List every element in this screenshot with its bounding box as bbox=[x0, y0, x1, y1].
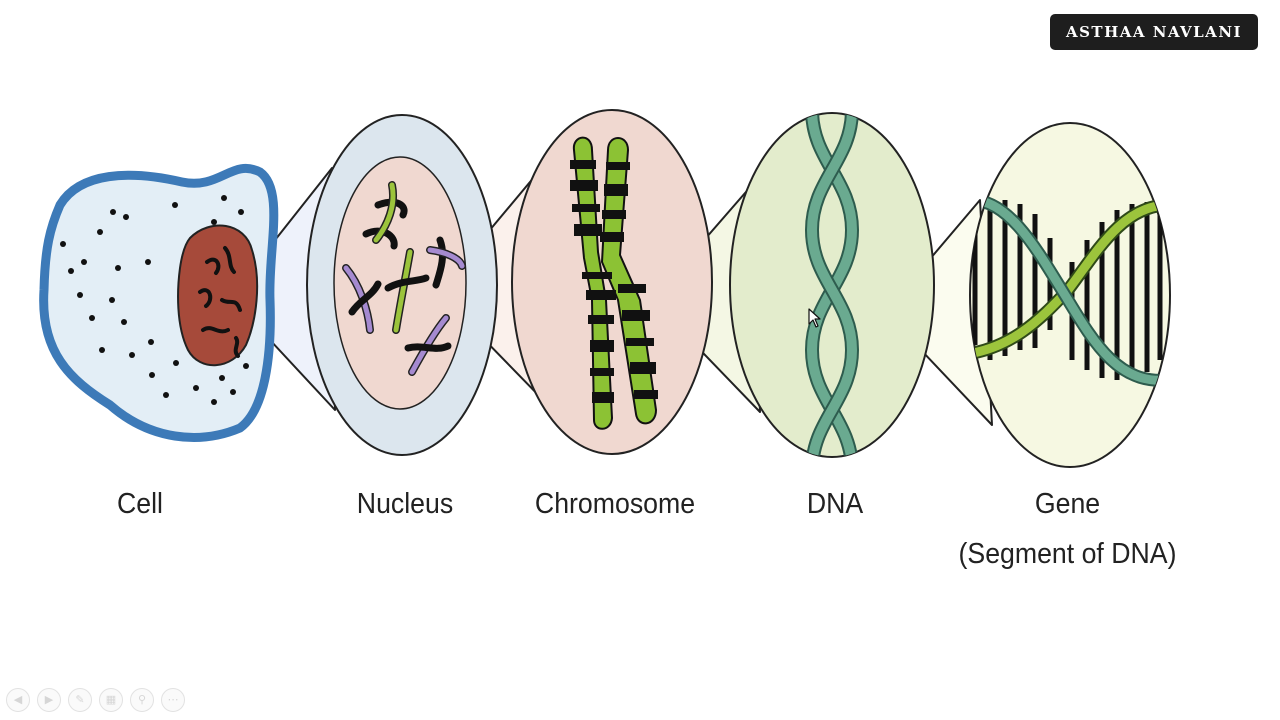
label-gene: Gene bbox=[1034, 488, 1101, 520]
gene-view bbox=[969, 122, 1171, 468]
cell-nucleus bbox=[177, 224, 259, 367]
label-nucleus: Nucleus bbox=[356, 488, 454, 520]
label-dna: DNA bbox=[806, 488, 864, 520]
nucleus-chromosomes bbox=[342, 181, 466, 376]
chromosome-illustration bbox=[570, 136, 658, 430]
nucleus-view bbox=[306, 114, 498, 456]
see-all-slides-button[interactable]: ▦ bbox=[99, 688, 123, 712]
label-gene-subtitle: (Segment of DNA) bbox=[958, 538, 1177, 570]
more-options-button[interactable]: ⋯ bbox=[161, 688, 185, 712]
next-slide-icon: ▶ bbox=[44, 693, 54, 706]
nucleus-chromatin bbox=[198, 246, 242, 358]
pen-tool-button[interactable]: ✎ bbox=[68, 688, 92, 712]
zoom-icon: ⚲ bbox=[137, 693, 147, 706]
prev-slide-icon: ◀ bbox=[13, 693, 23, 706]
mouse-pointer-icon bbox=[808, 308, 821, 328]
pen-icon: ✎ bbox=[75, 693, 85, 706]
slideshow-controls: ◀ ▶ ✎ ▦ ⚲ ⋯ bbox=[6, 688, 185, 712]
author-badge: ASTHAA NAVLANI bbox=[1050, 14, 1258, 50]
slides-grid-icon: ▦ bbox=[105, 693, 117, 706]
zoom-button[interactable]: ⚲ bbox=[130, 688, 154, 712]
label-chromosome: Chromosome bbox=[534, 488, 696, 520]
chromosome-view bbox=[511, 109, 713, 455]
cytoplasm-dots bbox=[60, 195, 249, 405]
chromosome-bands bbox=[570, 160, 658, 403]
more-options-icon: ⋯ bbox=[167, 693, 179, 706]
cell-illustration bbox=[39, 163, 279, 442]
label-cell: Cell bbox=[117, 488, 163, 520]
dna-view bbox=[729, 112, 935, 458]
next-slide-button[interactable]: ▶ bbox=[37, 688, 61, 712]
prev-slide-button[interactable]: ◀ bbox=[6, 688, 30, 712]
